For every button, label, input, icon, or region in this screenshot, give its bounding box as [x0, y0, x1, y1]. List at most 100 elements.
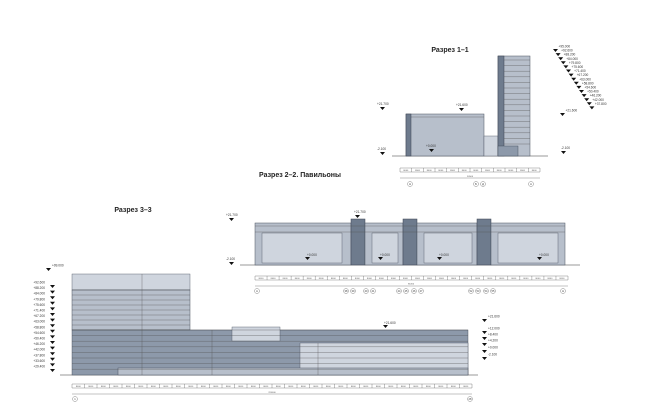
- dimension-label: 8000: [487, 278, 493, 280]
- dimension-label: 8000: [499, 278, 505, 280]
- level-mark: +75.600: [566, 65, 583, 73]
- dimension-label: 8000: [560, 278, 566, 280]
- section-1-1: Разрез 1–1 +21.700 -2.100 +21.600 +0: [377, 45, 607, 187]
- section-2-2: Разрез 2–2. Павильоны +21.700 -2.100 +21…: [226, 172, 580, 294]
- svg-text:+33.600: +33.600: [33, 359, 45, 363]
- level-mark: +0.000: [482, 346, 498, 353]
- dimension-label: 8000: [271, 278, 277, 280]
- dimension-label: 8000: [520, 170, 526, 172]
- dimension-label: 8000: [319, 278, 325, 280]
- dimension-label: 8000: [355, 278, 361, 280]
- dimension-label: 8000: [523, 278, 529, 280]
- svg-text:+99.000: +99.000: [52, 264, 64, 268]
- level-mark: -2.100: [226, 257, 235, 265]
- dimension-label: 8000: [401, 386, 407, 388]
- svg-text:53: 53: [477, 289, 480, 293]
- dimension-label: 8000: [427, 278, 433, 280]
- svg-text:Н: Н: [562, 289, 564, 293]
- dimension-label: 8000: [439, 278, 445, 280]
- facade-wall: [405, 113, 412, 157]
- dimension-label: 8000: [462, 170, 468, 172]
- svg-text:+54.600: +54.600: [585, 86, 597, 90]
- svg-text:+46.200: +46.200: [590, 94, 602, 98]
- level-mark: +92.600: [555, 49, 573, 57]
- svg-text:+92.600: +92.600: [561, 49, 573, 53]
- dimension-label: 8000: [438, 170, 444, 172]
- svg-text:+67.200: +67.200: [33, 314, 45, 318]
- axis-markers: 1 28: [72, 396, 473, 402]
- svg-text:40: 40: [365, 289, 368, 293]
- dimension-label: 8000: [76, 386, 82, 388]
- dimension-label: 8000: [338, 386, 344, 388]
- svg-text:+0.000: +0.000: [539, 253, 549, 257]
- dimension-label: 8000: [213, 386, 219, 388]
- dimension-label: 8000: [126, 386, 132, 388]
- level-mark: +50.400: [581, 90, 599, 98]
- level-mark: +0.000: [437, 253, 449, 260]
- svg-text:Д: Д: [482, 182, 484, 186]
- level-mark: +21.600: [560, 109, 577, 116]
- dimension-label: 8000: [331, 278, 337, 280]
- dimension-label: 8000: [301, 386, 307, 388]
- level-mark: +54.600: [579, 86, 597, 93]
- level-mark: +84.000: [560, 57, 578, 65]
- level-mark: +12.000: [482, 327, 500, 334]
- svg-text:-2.100: -2.100: [561, 146, 570, 150]
- link-volume: [483, 135, 499, 157]
- dimension-label: 8000: [201, 386, 207, 388]
- svg-text:+50.400: +50.400: [33, 337, 45, 341]
- level-mark: +46.200: [33, 342, 55, 350]
- section-3-3: Разрез 3–3 +99.000+92.600+88.200+84.000+…: [33, 207, 500, 402]
- svg-text:54: 54: [485, 289, 488, 293]
- pavilion-interior: [497, 232, 559, 264]
- svg-text:+67.200: +67.200: [577, 73, 589, 77]
- dimension-label: 8000: [532, 170, 538, 172]
- svg-text:+50.400: +50.400: [587, 90, 599, 94]
- svg-text:+37.800: +37.800: [33, 353, 45, 357]
- level-mark: +54.600: [33, 331, 55, 339]
- level-mark: +63.000: [33, 320, 55, 328]
- dimension-label: 8000: [163, 386, 169, 388]
- pavilion-interior: [371, 232, 399, 264]
- dimension-label: 8000: [88, 386, 94, 388]
- svg-text:+63.000: +63.000: [33, 320, 45, 324]
- dimension-label: 8000: [463, 386, 469, 388]
- dimension-label: 8000: [313, 386, 319, 388]
- svg-text:-2.100: -2.100: [226, 257, 235, 261]
- svg-text:+4.200: +4.200: [488, 339, 498, 343]
- level-mark: +21.600: [482, 315, 500, 322]
- level-mark: +21.700: [226, 213, 238, 221]
- dimension-label: 8000: [426, 386, 432, 388]
- svg-text:+12.000: +12.000: [488, 327, 500, 331]
- svg-text:+46.200: +46.200: [33, 342, 45, 346]
- svg-text:+29.400: +29.400: [33, 365, 45, 369]
- svg-text:+0.000: +0.000: [380, 253, 390, 257]
- svg-text:+75.600: +75.600: [572, 65, 584, 69]
- svg-text:55: 55: [492, 289, 495, 293]
- level-marks-left: +99.000+92.600+88.200+84.000+79.800+75.6…: [33, 264, 64, 372]
- svg-text:-2.100: -2.100: [488, 353, 497, 357]
- dimension-label: 8000: [151, 386, 157, 388]
- section-1-1-title: Разрез 1–1: [431, 47, 468, 54]
- svg-text:+88.200: +88.200: [33, 286, 45, 290]
- svg-text:50500: 50500: [467, 176, 474, 178]
- svg-text:39: 39: [352, 289, 355, 293]
- svg-text:+71.400: +71.400: [574, 69, 586, 73]
- svg-text:226000: 226000: [268, 392, 276, 394]
- level-mark: +8.400: [482, 333, 498, 340]
- svg-text:+63.000: +63.000: [579, 77, 591, 81]
- svg-text:+79.800: +79.800: [569, 61, 581, 65]
- level-mark: +63.000: [573, 77, 591, 85]
- dimension-label: 8000: [427, 170, 433, 172]
- dimension-label: 8000: [485, 170, 491, 172]
- dimension-label: 8000: [113, 386, 119, 388]
- svg-text:+0.000: +0.000: [488, 346, 498, 350]
- dimension-label: 8000: [376, 386, 382, 388]
- svg-text:+0.000: +0.000: [307, 253, 317, 257]
- svg-text:+21.700: +21.700: [226, 213, 238, 217]
- level-mark: +71.400: [33, 309, 55, 316]
- svg-text:+58.800: +58.800: [33, 325, 45, 329]
- svg-text:+0.000: +0.000: [439, 253, 449, 257]
- svg-text:А: А: [530, 182, 532, 186]
